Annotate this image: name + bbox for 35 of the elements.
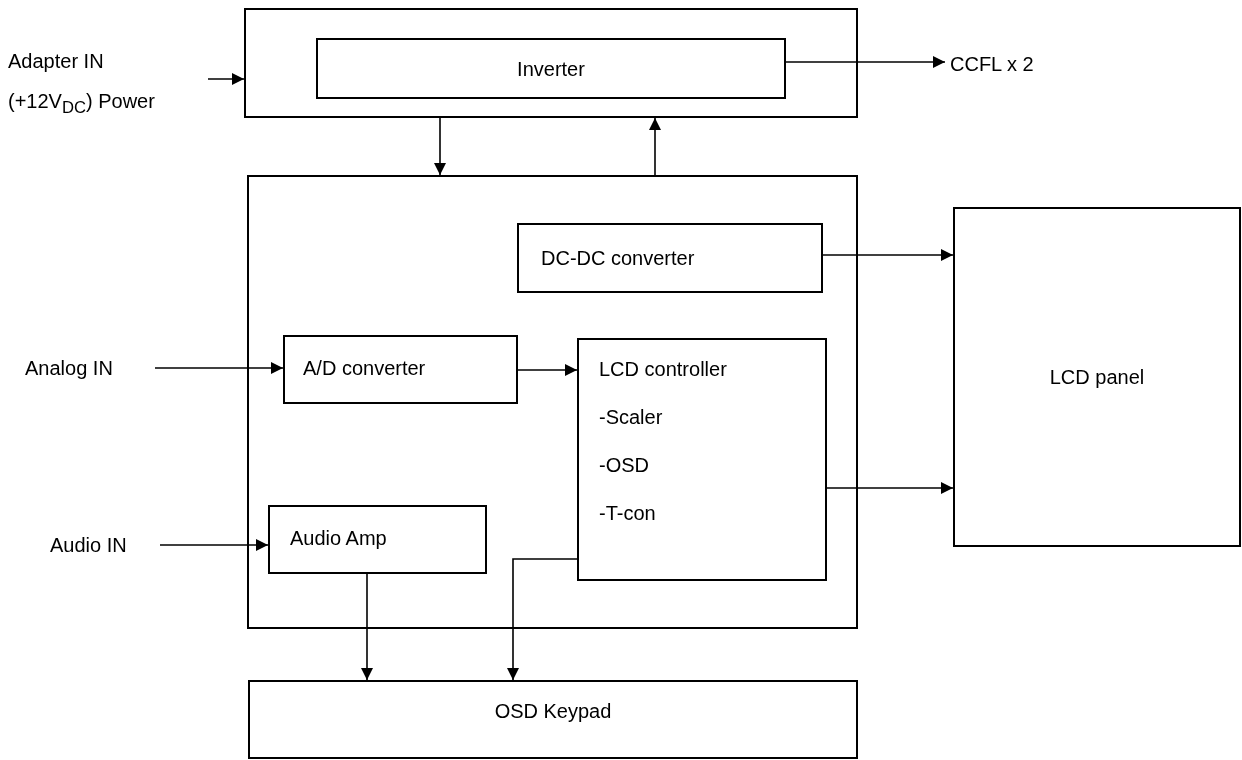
board-box <box>247 175 858 629</box>
process-box <box>577 338 827 581</box>
arrow <box>361 573 373 681</box>
signal-label: Audio IN <box>50 534 127 557</box>
box-label: -T-con <box>599 502 656 525</box>
module-box <box>244 8 858 118</box>
box-label: Audio Amp <box>290 527 387 550</box>
signal-label: Adapter IN <box>8 50 104 73</box>
arrow <box>517 364 578 376</box>
box-label: OSD Keypad <box>493 700 613 723</box>
arrow <box>822 249 954 261</box>
signal-label: Analog IN <box>25 357 113 380</box>
signal-label: CCFL x 2 <box>950 53 1034 76</box>
process-box <box>283 335 518 404</box>
arrow <box>434 117 446 176</box>
process-box <box>517 223 823 293</box>
box-label: LCD controller <box>599 358 727 381</box>
process-box <box>316 38 786 99</box>
box-label: LCD panel <box>1048 366 1146 389</box>
arrow <box>826 482 954 494</box>
arrow <box>159 539 269 551</box>
process-box <box>268 505 487 574</box>
process-box <box>248 680 858 759</box>
box-label: Inverter <box>516 57 586 81</box>
box-label: A/D converter <box>303 357 426 380</box>
arrow <box>785 56 946 68</box>
arrow <box>649 117 661 176</box>
box-label: DC-DC converter <box>541 247 695 270</box>
arrow <box>207 73 245 85</box>
box-label: -Scaler <box>599 406 663 429</box>
arrow <box>507 558 578 681</box>
box-label: -OSD <box>599 454 649 477</box>
arrow <box>154 362 284 374</box>
signal-label: (+12V$_{DC}$) Power <box>8 90 155 118</box>
panel-box <box>953 207 1241 547</box>
